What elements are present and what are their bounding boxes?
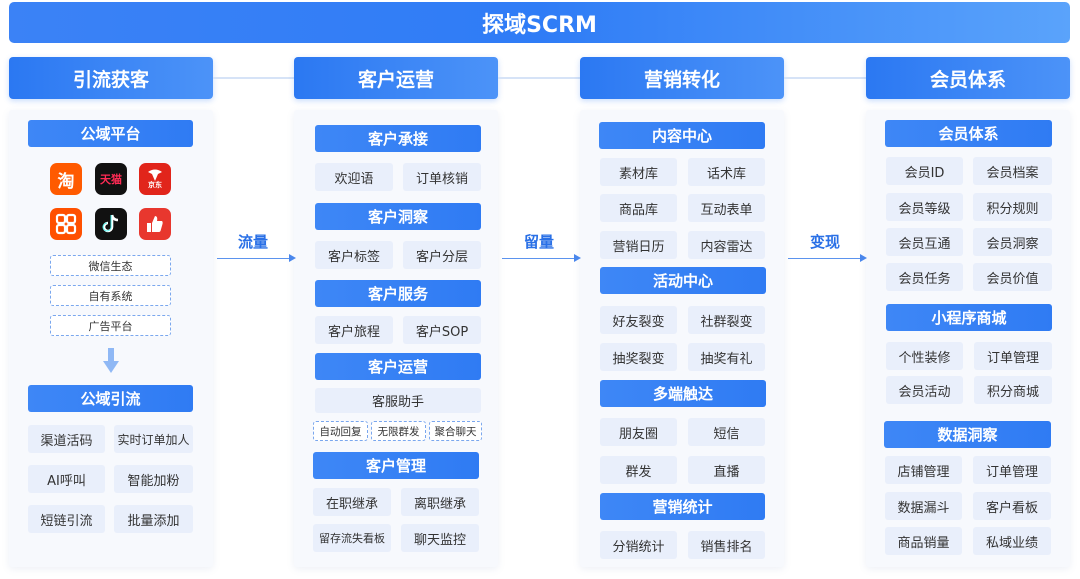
section-public-platforms: 公域平台 (28, 120, 193, 147)
item-product-sales: 商品销量 (885, 527, 962, 555)
item-private-performance: 私域业绩 (973, 527, 1051, 555)
item-distribution-stats: 分销统计 (600, 531, 677, 559)
thumbs-up-icon (139, 208, 171, 240)
item-member-tasks: 会员任务 (886, 263, 963, 291)
jd-icon: 京东 (139, 163, 171, 195)
item-member-profile: 会员档案 (973, 157, 1052, 185)
item-sms: 短信 (688, 418, 765, 446)
tmall-icon: 天猫 (95, 163, 127, 195)
item-interactive-form: 互动表单 (688, 194, 765, 222)
column-header-marketing: 营销转化 (580, 57, 784, 99)
item-order-add: 实时订单加人 (114, 425, 193, 453)
source-wechat: 微信生态 (50, 255, 171, 276)
item-customer-tags: 客户标签 (315, 241, 393, 269)
column-header-customer-ops: 客户运营 (294, 57, 498, 99)
item-auto-reply: 自动回复 (313, 421, 368, 441)
item-material-library: 素材库 (600, 158, 677, 186)
item-service-assistant: 客服助手 (315, 388, 481, 413)
item-order-management: 订单管理 (974, 342, 1052, 370)
flow-arrow-line (788, 258, 860, 259)
item-member-level: 会员等级 (886, 193, 963, 221)
item-member-activities: 会员活动 (886, 376, 963, 404)
item-friend-fission: 好友裂变 (600, 306, 677, 334)
page-title: 探域SCRM (9, 2, 1070, 43)
section-marketing-stats: 营销统计 (600, 493, 765, 520)
item-data-funnel: 数据漏斗 (885, 492, 962, 520)
arrow-right-icon (289, 254, 296, 262)
item-member-insight: 会员洞察 (973, 228, 1052, 256)
flow-arrow-line (502, 258, 574, 259)
flow-label-retention: 留量 (523, 233, 554, 251)
panel-membership (866, 110, 1070, 567)
source-own-system: 自有系统 (50, 285, 171, 306)
item-chat-monitor: 聊天监控 (401, 524, 479, 552)
item-batch-add: 批量添加 (114, 505, 193, 533)
item-customer-tiers: 客户分层 (403, 241, 481, 269)
item-order-management-2: 订单管理 (973, 456, 1051, 484)
arrow-down-icon (102, 348, 120, 378)
column-header-membership: 会员体系 (866, 57, 1070, 99)
section-data-insight: 数据洞察 (884, 421, 1051, 448)
flow-label-monetize: 变现 (809, 233, 840, 251)
item-onjob-transfer: 在职继承 (313, 488, 391, 516)
item-member-interop: 会员互通 (886, 228, 963, 256)
item-content-radar: 内容雷达 (688, 231, 765, 259)
column-header-traffic: 引流获客 (9, 57, 213, 99)
item-customer-sop: 客户SOP (403, 316, 481, 344)
item-broadcast: 群发 (600, 456, 677, 484)
source-ad-platform: 广告平台 (50, 315, 171, 336)
item-customer-journey: 客户旅程 (315, 316, 393, 344)
section-membership-system: 会员体系 (885, 120, 1052, 147)
item-marketing-calendar: 营销日历 (600, 231, 677, 259)
item-store-management: 店铺管理 (885, 456, 962, 484)
item-order-verify: 订单核销 (403, 163, 481, 191)
item-script-library: 话术库 (688, 158, 765, 186)
section-content-center: 内容中心 (599, 122, 765, 149)
pinduoduo-icon (50, 208, 82, 240)
item-resign-transfer: 离职继承 (401, 488, 479, 516)
section-customer-intake: 客户承接 (315, 125, 481, 152)
item-customer-board: 客户看板 (973, 492, 1051, 520)
arrow-right-icon (574, 254, 581, 262)
item-aggregated-chat: 聚合聊天 (429, 421, 482, 441)
section-customer-service: 客户服务 (315, 280, 481, 307)
section-multi-touch: 多端触达 (600, 380, 766, 407)
taobao-icon: 淘 (50, 163, 82, 195)
item-welcome: 欢迎语 (315, 163, 393, 191)
item-ai-call: AI呼叫 (28, 465, 105, 493)
item-channel-qrcode: 渠道活码 (28, 425, 105, 453)
section-mini-mall: 小程序商城 (886, 304, 1052, 331)
item-lottery-fission: 抽奖裂变 (600, 343, 677, 371)
section-customer-operations: 客户运营 (315, 353, 481, 380)
item-points-mall: 积分商城 (974, 376, 1052, 404)
flow-arrow-line (217, 258, 289, 259)
item-custom-decor: 个性装修 (886, 342, 963, 370)
item-smart-add: 智能加粉 (114, 465, 193, 493)
section-public-traffic: 公域引流 (28, 385, 193, 412)
item-product-library: 商品库 (600, 194, 677, 222)
item-live: 直播 (688, 456, 765, 484)
item-sales-ranking: 销售排名 (688, 531, 765, 559)
item-retention-board: 留存流失看板 (313, 524, 391, 552)
section-activity-center: 活动中心 (600, 267, 766, 294)
panel-marketing (580, 110, 784, 567)
item-group-fission: 社群裂变 (688, 306, 765, 334)
item-moments: 朋友圈 (600, 418, 677, 446)
arrow-right-icon (860, 254, 867, 262)
connector-line (213, 77, 294, 79)
flow-label-traffic: 流量 (237, 233, 268, 251)
item-member-value: 会员价值 (973, 263, 1052, 291)
item-shortlink: 短链引流 (28, 505, 105, 533)
section-customer-management: 客户管理 (313, 452, 479, 479)
item-points-rules: 积分规则 (973, 193, 1052, 221)
item-lottery-gift: 抽奖有礼 (688, 343, 765, 371)
connector-line (498, 77, 580, 79)
douyin-icon (95, 208, 127, 240)
item-unlimited-broadcast: 无限群发 (371, 421, 426, 441)
item-member-id: 会员ID (886, 157, 963, 185)
connector-line (784, 77, 866, 79)
section-customer-insight: 客户洞察 (315, 203, 481, 230)
